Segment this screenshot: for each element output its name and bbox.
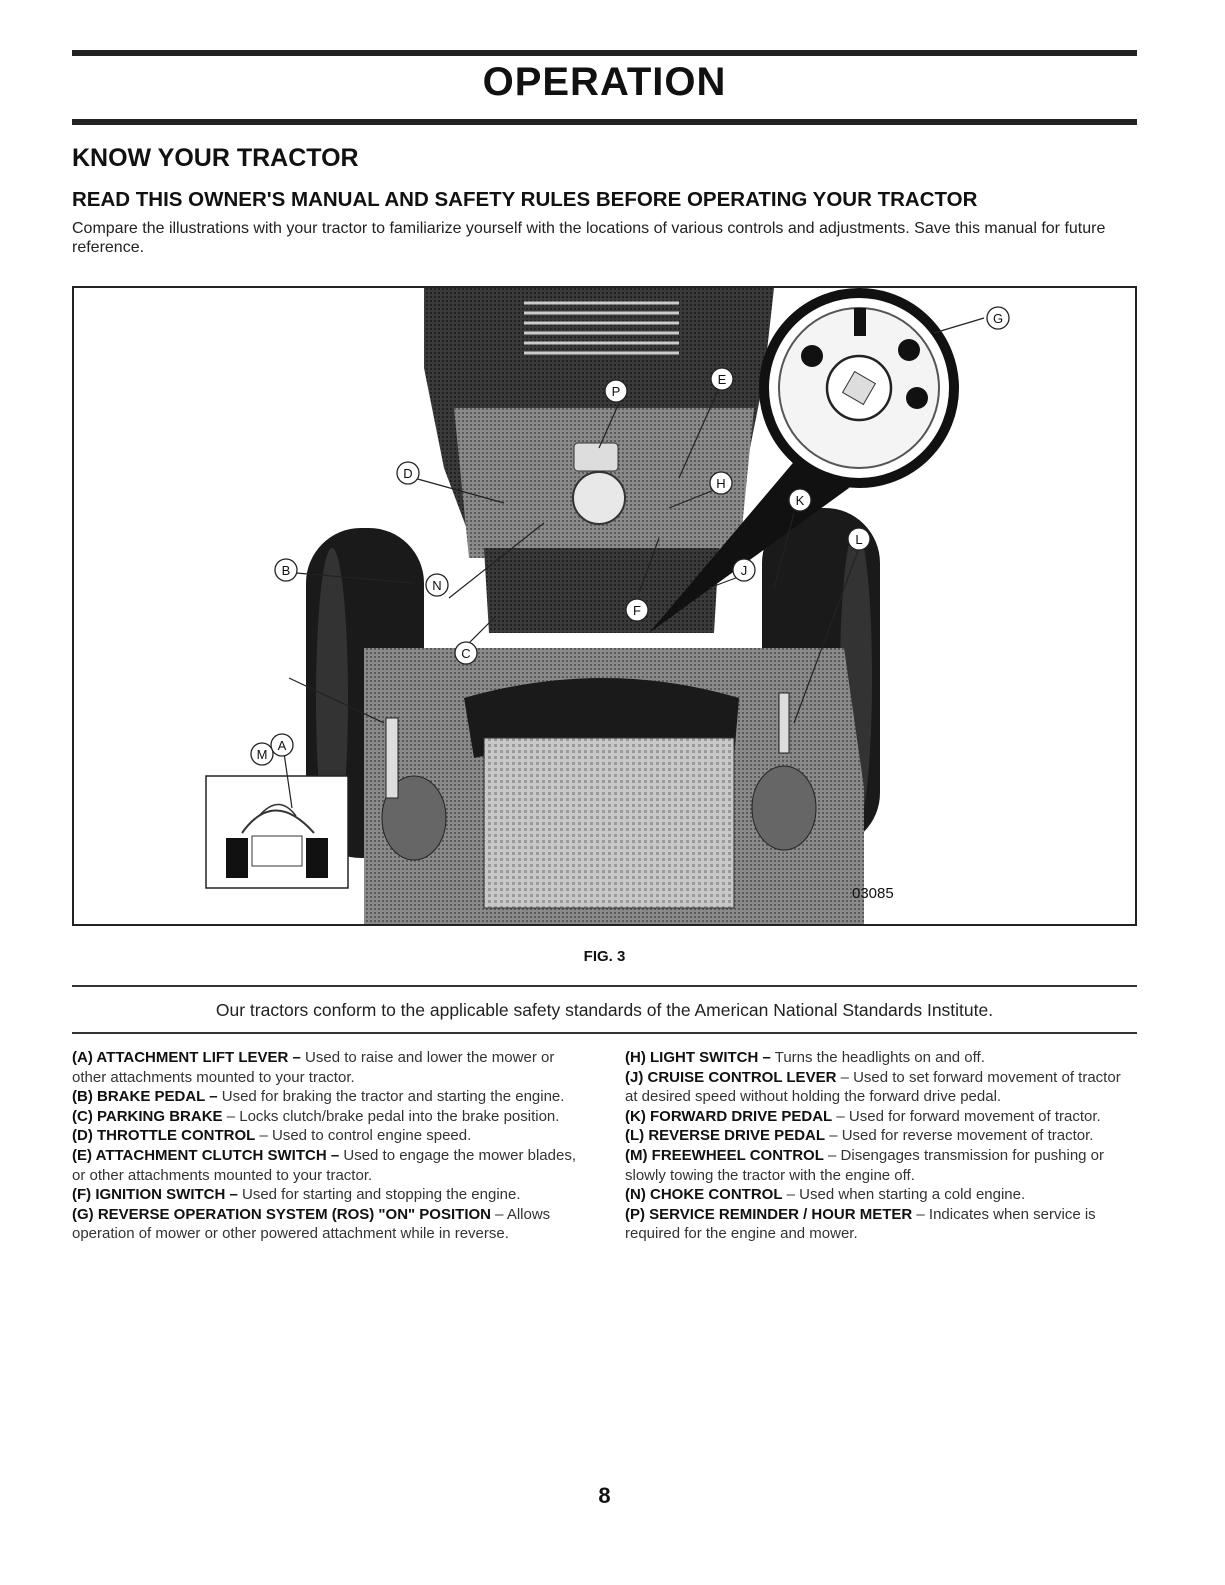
callout-p: P — [612, 384, 621, 399]
control-item-n: (N) CHOKE CONTROL – Used when starting a… — [625, 1186, 1026, 1204]
control-item-p: (P) SERVICE REMINDER / HOUR METER – Indi… — [625, 1205, 1096, 1243]
title-underline-rule — [72, 119, 1137, 125]
section-heading: KNOW YOUR TRACTOR — [72, 144, 359, 172]
callout-h: H — [716, 476, 725, 491]
control-item-a: (A) ATTACHMENT LIFT LEVER – Used to rais… — [72, 1049, 555, 1086]
control-item-j: (J) CRUISE CONTROL LEVER – Used to set f… — [625, 1068, 1121, 1106]
callout-a: A — [278, 738, 287, 753]
tractor-controls-illustration: A B C D E F G H J K L M N P 03085 — [72, 286, 1137, 926]
safety-statement: Our tractors conform to the applicable s… — [215, 1000, 994, 1020]
control-item-d: (D) THROTTLE CONTROL – Used to control e… — [72, 1127, 472, 1145]
callout-d: D — [403, 466, 412, 481]
control-item-m: (M) FREEWHEEL CONTROL – Disengages trans… — [625, 1146, 1105, 1184]
ignition-switch-detail — [649, 288, 959, 633]
callout-k: K — [796, 493, 805, 508]
control-item-c: (C) PARKING BRAKE – Locks clutch/brake p… — [72, 1107, 560, 1125]
steering-column — [572, 471, 626, 525]
statement-top-rule — [72, 985, 1137, 987]
callout-e: E — [718, 372, 727, 387]
callout-n: N — [432, 578, 441, 593]
control-item-g: (G) REVERSE OPERATION SYSTEM (ROS) "ON" … — [72, 1205, 551, 1243]
page-title: OPERATION — [482, 60, 727, 104]
controls-list-left: (A) ATTACHMENT LIFT LEVER – Used to rais… — [72, 1048, 592, 1244]
freewheel-inset — [205, 775, 349, 889]
steering-console — [484, 548, 719, 633]
reverse-pedal-bar — [778, 692, 790, 754]
intro-paragraph: Compare the illustrations with your trac… — [72, 220, 1106, 256]
control-item-h: (H) LIGHT SWITCH – Turns the headlights … — [625, 1049, 985, 1066]
sub-heading: READ THIS OWNER'S MANUAL AND SAFETY RULE… — [72, 188, 978, 211]
callout-f: F — [633, 603, 641, 618]
controls-list-right: (H) LIGHT SWITCH – Turns the headlights … — [625, 1048, 1135, 1244]
control-item-k: (K) FORWARD DRIVE PEDAL – Used for forwa… — [625, 1107, 1101, 1125]
tractor-drawing: A B C D E F G H J K L M N P 03085 — [205, 288, 1010, 924]
callout-markers — [250, 306, 1010, 766]
lift-lever — [385, 717, 399, 799]
hour-meter — [573, 442, 619, 472]
callout-g: G — [993, 311, 1003, 326]
callout-b: B — [282, 563, 291, 578]
hood-vents — [524, 301, 679, 355]
callout-j: J — [741, 563, 748, 578]
top-rule — [72, 50, 1137, 56]
statement-bottom-rule — [72, 1032, 1137, 1034]
callout-l: L — [855, 532, 862, 547]
callout-m: M — [257, 747, 268, 762]
control-item-f: (F) IGNITION SWITCH – Used for starting … — [72, 1186, 521, 1204]
control-item-b: (B) BRAKE PEDAL – Used for braking the t… — [72, 1088, 565, 1106]
control-item-l: (L) REVERSE DRIVE PEDAL – Used for rever… — [625, 1127, 1094, 1145]
control-item-e: (E) ATTACHMENT CLUTCH SWITCH – Used to e… — [72, 1146, 577, 1184]
seat-base-grille — [483, 737, 735, 909]
page-number: 8 — [598, 1483, 611, 1508]
figure-caption: FIG. 3 — [583, 948, 626, 965]
image-code: 03085 — [852, 885, 894, 902]
callout-c: C — [461, 646, 470, 661]
